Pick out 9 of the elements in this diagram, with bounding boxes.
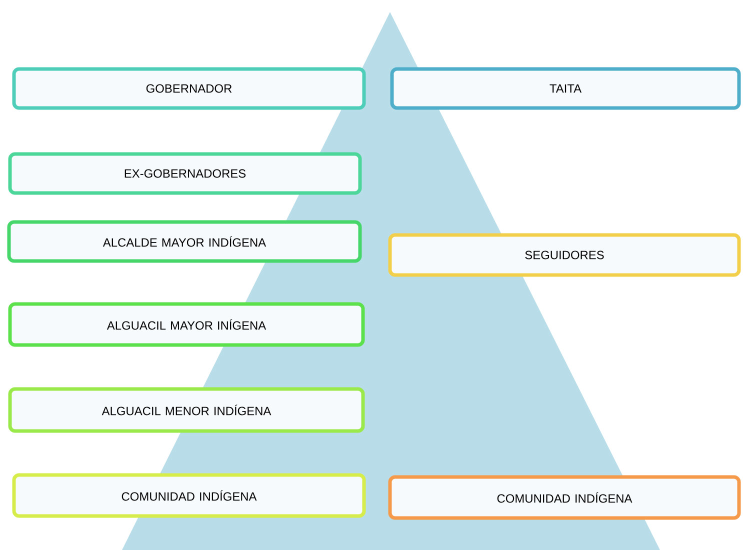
role-box: SEGUIDORES xyxy=(388,233,741,277)
role-box: GOBERNADOR xyxy=(12,67,366,110)
role-box: ALGUACIL MENOR INDÍGENA xyxy=(8,387,365,433)
role-box: COMUNIDAD INDÍGENA xyxy=(12,473,366,518)
role-box: TAITA xyxy=(390,67,741,110)
role-box: EX-GOBERNADORES xyxy=(8,152,362,195)
role-box: ALCALDE MAYOR INDÍGENA xyxy=(7,220,362,263)
role-box: COMUNIDAD INDÍGENA xyxy=(388,475,741,520)
role-box: ALGUACIL MAYOR INÍGENA xyxy=(8,302,365,347)
